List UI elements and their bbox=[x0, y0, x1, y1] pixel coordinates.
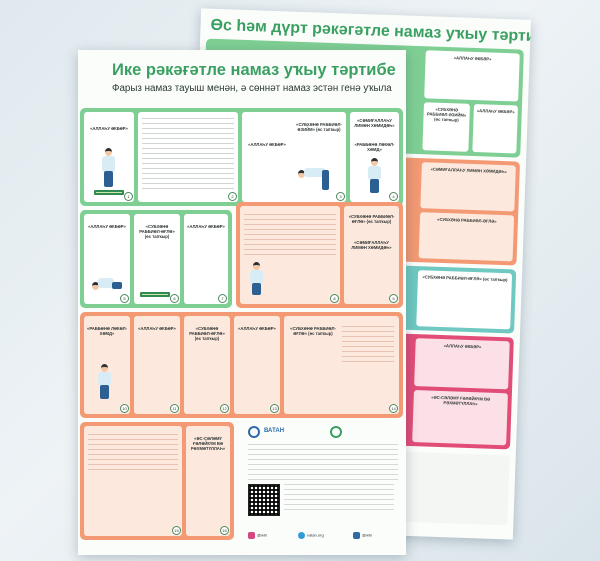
step-caption: «ӘС-СӘЛӘМҮ ҒӘЛӘЙКҮМ ВӘ РӘХМӘТҮЛЛАҺ» bbox=[190, 436, 226, 452]
prayer-mat bbox=[94, 190, 124, 195]
step-number: 13 bbox=[270, 404, 279, 413]
step-card: «СУБХӘНӘ РАББИӘЛ-ӘҒЛӘ» (өс тапҡыр) 6 bbox=[134, 214, 180, 304]
step-number: 14 bbox=[389, 404, 398, 413]
step-number: 6 bbox=[170, 294, 179, 303]
front-poster-subtitle: Фарыз намаз тауыш менән, ә сөннәт намаз … bbox=[112, 83, 392, 94]
step-card: «СӘМИҒАЛЛАҺУ ЛИМӘН ХӘМИДӘҺ» bbox=[420, 162, 516, 212]
step-caption: «РАББӘНӘ ЛӘКӘЛ-ХӘМД» bbox=[87, 326, 127, 337]
step-text bbox=[244, 214, 336, 258]
step-caption: «АЛЛАҺУ ӘКБӘР» bbox=[453, 55, 492, 62]
step-caption: «СУБХӘНӘ РАББИӘЛ-ӘҒЛӘ» (өс тапҡыр) bbox=[422, 274, 508, 283]
step-card: 8 bbox=[240, 206, 340, 304]
step-caption: «РАББӘНӘ ЛӘКӘЛ-ХӘМД» bbox=[354, 142, 395, 153]
step-text bbox=[142, 118, 234, 192]
step-card: «СУБХӘНӘ РАББИӘЛ-ӘҒЛӘ» bbox=[418, 212, 515, 262]
step-card: 15 bbox=[84, 426, 182, 536]
social-vk[interactable]: @wtn bbox=[353, 532, 372, 539]
partner-logo-icon bbox=[330, 426, 342, 438]
step-text bbox=[88, 434, 178, 474]
step-card: «СӘМИҒАЛЛАҺУ ЛИМӘН ХӘМИДӘҺ» «РАББӘНӘ ЛӘК… bbox=[350, 112, 399, 202]
step-number: 15 bbox=[172, 526, 181, 535]
step-number: 11 bbox=[170, 404, 179, 413]
step-caption: «АЛЛАҺУ ӘКБӘР» bbox=[88, 224, 126, 229]
step-card: «СУБХӘНӘ РАББИӘЛ-ӘҒЛӘ» (өс тапҡыр) bbox=[416, 270, 513, 330]
step-caption: «АЛЛАҺУ ӘКБӘР» bbox=[187, 224, 225, 229]
step-number: 10 bbox=[120, 404, 129, 413]
vk-icon bbox=[353, 532, 360, 539]
front-poster-title: Ике рәкәғәтле намаз уҡыу тәртибе bbox=[112, 61, 396, 79]
step-text bbox=[342, 326, 394, 366]
step-number: 16 bbox=[220, 526, 229, 535]
info-footer: ВАТАН @wtn vatan.org @wtn bbox=[238, 422, 403, 550]
step-caption: «СӘМИҒАЛЛАҺУ ЛИМӘН ХӘМИДӘҺ» bbox=[351, 240, 392, 251]
step-card: «АЛЛАҺУ ӘКБӘР» 7 bbox=[184, 214, 228, 304]
orange-block-row3: «РАББӘНӘ ЛӘКӘЛ-ХӘМД» 10 «АЛЛАҺУ ӘКБӘР» 1… bbox=[80, 312, 403, 418]
step-caption: «СӘМИҒАЛЛАҺУ ЛИМӘН ХӘМИДӘҺ» bbox=[354, 118, 395, 129]
step-card: «ӘС-СӘЛӘМҮ ҒӘЛӘЙКҮМ ВӘ РӘХМӘТҮЛЛАҺ» 16 bbox=[186, 426, 230, 536]
step-card: «АЛЛАҺУ ӘКБӘР» «СУБХӘНӘ РАББИӘЛ-ӘЗИЙМ» (… bbox=[242, 112, 346, 202]
telegram-icon bbox=[298, 532, 305, 539]
vatan-logo-icon bbox=[248, 426, 260, 438]
logo-name: ВАТАН bbox=[264, 428, 285, 434]
step-number: 5 bbox=[120, 294, 129, 303]
step-caption: «СӘМИҒАЛЛАҺУ ЛИМӘН ХӘМИДӘҺ» bbox=[430, 166, 507, 175]
step-number: 9 bbox=[389, 294, 398, 303]
step-caption: «АЛЛАҺУ ӘКБӘР» bbox=[248, 142, 286, 147]
step-number: 1 bbox=[124, 192, 133, 201]
step-number: 8 bbox=[330, 294, 339, 303]
green-block-row2: «АЛЛАҺУ ӘКБӘР» 5 «СУБХӘНӘ РАББИӘЛ-ӘҒЛӘ» … bbox=[80, 210, 232, 308]
step-caption: «СУБХӘНӘ РАББИӘЛ-ӘҒЛӘ» (өс тапҡыр) bbox=[290, 326, 336, 337]
poster-front: Ике рәкәғәтле намаз уҡыу тәртибе Фарыз н… bbox=[78, 50, 406, 555]
orange-block-row2: 8 «СУБХӘНӘ РАББИӘЛ-ӘҒЛӘ» (өс тапҡыр) «СӘ… bbox=[236, 202, 403, 308]
step-card: «АЛЛАҺУ ӘКБӘР» 1 bbox=[84, 112, 134, 202]
step-card: «АЛЛАҺУ ӘКБӘР» 13 bbox=[234, 316, 280, 414]
step-caption: «АЛЛАҺУ ӘКБӘР» bbox=[238, 326, 276, 331]
step-caption: «АЛЛАҺУ ӘКБӘР» bbox=[90, 126, 128, 131]
step-number: 4 bbox=[389, 192, 398, 201]
step-number: 3 bbox=[336, 192, 345, 201]
step-card: «АЛЛАҺУ ӘКБӘР» bbox=[472, 103, 518, 154]
qr-code bbox=[248, 484, 280, 516]
prayer-mat bbox=[140, 292, 170, 297]
green-block-row1: «АЛЛАҺУ ӘКБӘР» 1 2 «АЛЛАҺУ ӘКБӘР» «СУБХӘ… bbox=[80, 108, 403, 206]
step-card: «АЛЛАҺУ ӘКБӘР» bbox=[424, 50, 520, 102]
step-card: «СУБХӘНӘ РАББИӘЛ-ӘҒЛӘ» (өс тапҡыр) 14 bbox=[284, 316, 399, 414]
info-text bbox=[284, 484, 394, 514]
step-caption: «АЛЛАҺУ ӘКБӘР» bbox=[138, 326, 176, 331]
step-card: «АЛЛАҺУ ӘКБӘР» bbox=[414, 338, 510, 390]
instagram-icon bbox=[248, 532, 255, 539]
step-caption: «СУБХӘНӘ РАББИӘЛ-ӘЗИЙМ» (өс тапҡыр) bbox=[296, 122, 342, 133]
step-card: «АЛЛАҺУ ӘКБӘР» 5 bbox=[84, 214, 130, 304]
step-caption: «СУБХӘНӘ РАББИӘЛ-ӘҒЛӘ» bbox=[437, 216, 497, 224]
step-number: 7 bbox=[218, 294, 227, 303]
step-caption: «СУБХӘНӘ РАББИӘЛ-ӘҒЛӘ» (өс тапҡыр) bbox=[348, 214, 395, 225]
step-card: 2 bbox=[138, 112, 238, 202]
step-card: «РАББӘНӘ ЛӘКӘЛ-ХӘМД» 10 bbox=[84, 316, 130, 414]
step-number: 2 bbox=[228, 192, 237, 201]
info-text bbox=[248, 444, 398, 480]
step-caption: «СУБХӘНӘ РАББИӘЛ-ӘҒЛӘ» (өс тапҡыр) bbox=[139, 224, 175, 240]
step-card: «АЛЛАҺУ ӘКБӘР» 11 bbox=[134, 316, 180, 414]
social-telegram[interactable]: vatan.org bbox=[298, 532, 324, 539]
step-caption: «АЛЛАҺУ ӘКБӘР» bbox=[476, 108, 515, 115]
orange-block-row4: 15 «ӘС-СӘЛӘМҮ ҒӘЛӘЙКҮМ ВӘ РӘХМӘТҮЛЛАҺ» 1… bbox=[80, 422, 234, 540]
back-footer-notes bbox=[403, 451, 510, 526]
step-card: «СУБХӘНӘ РАББИӘЛ-ӘҒЛӘ» (өс тапҡыр) 12 bbox=[184, 316, 230, 414]
step-caption: «СУБХӘНӘ РАББИӘЛ-ӘЗИЙМ» (өс тапҡыр) bbox=[426, 106, 467, 123]
step-card: «СУБХӘНӘ РАББИӘЛ-ӘҒЛӘ» (өс тапҡыр) «СӘМИ… bbox=[344, 206, 399, 304]
step-number: 12 bbox=[220, 404, 229, 413]
step-card: «ӘС-СӘЛӘМҮ ҒӘЛӘЙКҮМ ВӘ РӘХМӘТҮЛЛАҺ» bbox=[412, 390, 508, 446]
step-card: «СУБХӘНӘ РАББИӘЛ-ӘЗИЙМ» (өс тапҡыр) bbox=[422, 102, 471, 152]
step-caption: «ӘС-СӘЛӘМҮ ҒӘЛӘЙКҮМ ВӘ РӘХМӘТҮЛЛАҺ» bbox=[431, 394, 491, 407]
step-caption: «АЛЛАҺУ ӘКБӘР» bbox=[443, 343, 482, 350]
step-caption: «СУБХӘНӘ РАББИӘЛ-ӘҒЛӘ» (өс тапҡыр) bbox=[189, 326, 225, 342]
social-instagram[interactable]: @wtn bbox=[248, 532, 267, 539]
